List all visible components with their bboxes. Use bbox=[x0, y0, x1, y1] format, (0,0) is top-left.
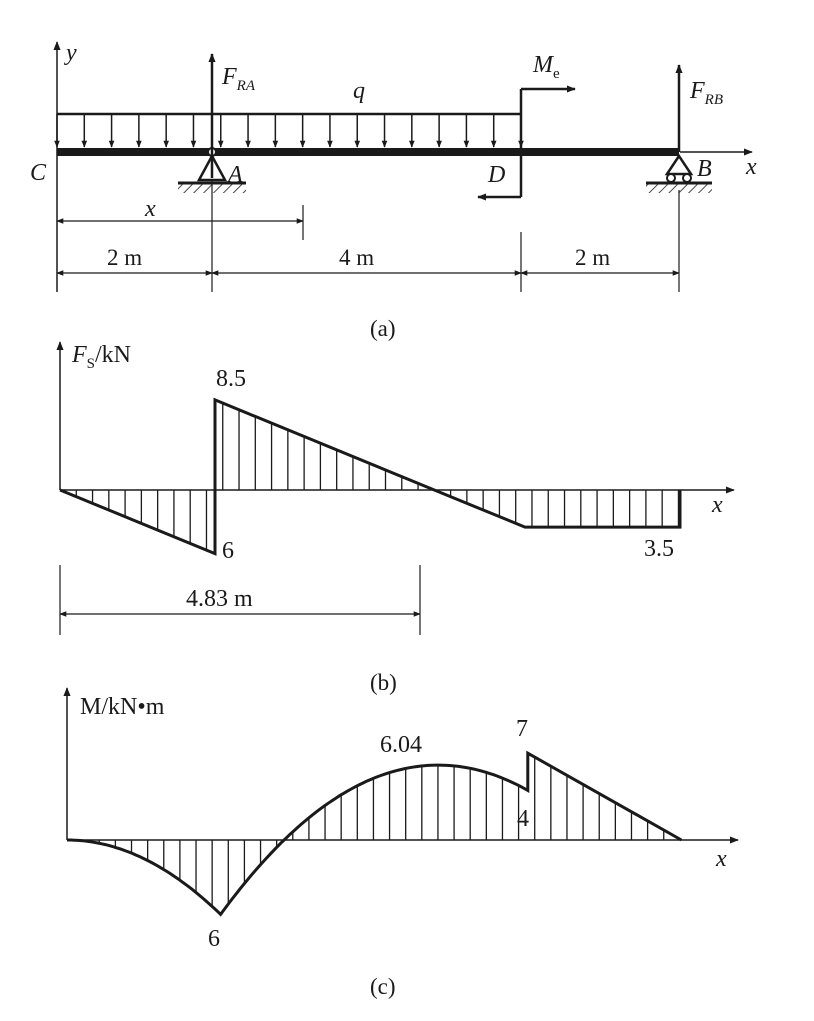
caption-c: (c) bbox=[370, 974, 396, 999]
moment-jump-top-value: 7 bbox=[516, 716, 528, 742]
couple-me bbox=[477, 85, 576, 201]
dimension-ca-label: 2 m bbox=[107, 245, 142, 270]
moment-max-value: 6.04 bbox=[380, 732, 422, 758]
shear-axis-label: FS/kN bbox=[71, 342, 131, 372]
point-c-label: C bbox=[30, 160, 47, 186]
moment-hatching bbox=[82, 757, 681, 907]
shear-peak-value: 8.5 bbox=[216, 366, 246, 392]
moment-axis-label: M/kN•m bbox=[80, 694, 165, 720]
shear-x-axis-label: x bbox=[711, 492, 723, 518]
x-axis-label-a: x bbox=[745, 154, 757, 180]
couple-me-label: Me bbox=[532, 52, 560, 82]
y-axis-label-a: y bbox=[64, 40, 77, 66]
moment-jump-bottom-value: 4 bbox=[517, 806, 529, 832]
beam-panel: y x F bbox=[30, 40, 757, 341]
shear-panel: x FS/kN 8.5 6 3.5 4.83 m (b) bbox=[56, 341, 735, 695]
dimension-x-label: x bbox=[144, 196, 156, 222]
support-b bbox=[646, 153, 712, 193]
shear-hatching bbox=[75, 403, 680, 551]
point-d-label: D bbox=[487, 162, 505, 188]
force-rb-label: FRB bbox=[689, 78, 723, 108]
shear-diagram-line bbox=[59, 397, 682, 556]
shear-zero-dimension-label: 4.83 m bbox=[186, 586, 253, 612]
shear-end-value: 3.5 bbox=[644, 536, 674, 562]
distributed-load-arrows bbox=[54, 114, 524, 148]
point-a-label: A bbox=[226, 162, 243, 188]
beam bbox=[57, 148, 679, 156]
shear-a-left-value: 6 bbox=[222, 538, 234, 564]
dimension-db-label: 2 m bbox=[575, 245, 610, 270]
moment-diagram-line bbox=[67, 750, 683, 917]
caption-b: (b) bbox=[370, 670, 397, 695]
dimension-ad-label: 4 m bbox=[339, 245, 374, 270]
point-b-label: B bbox=[697, 156, 712, 182]
moment-x-axis-label: x bbox=[715, 846, 727, 872]
force-ra-label: FRA bbox=[221, 64, 256, 94]
load-q-label: q bbox=[353, 78, 365, 104]
moment-a-value: 6 bbox=[208, 926, 220, 952]
moment-panel: x M/kN•m 6 6.04 7 4 (c) bbox=[63, 687, 739, 999]
caption-a: (a) bbox=[370, 316, 396, 341]
